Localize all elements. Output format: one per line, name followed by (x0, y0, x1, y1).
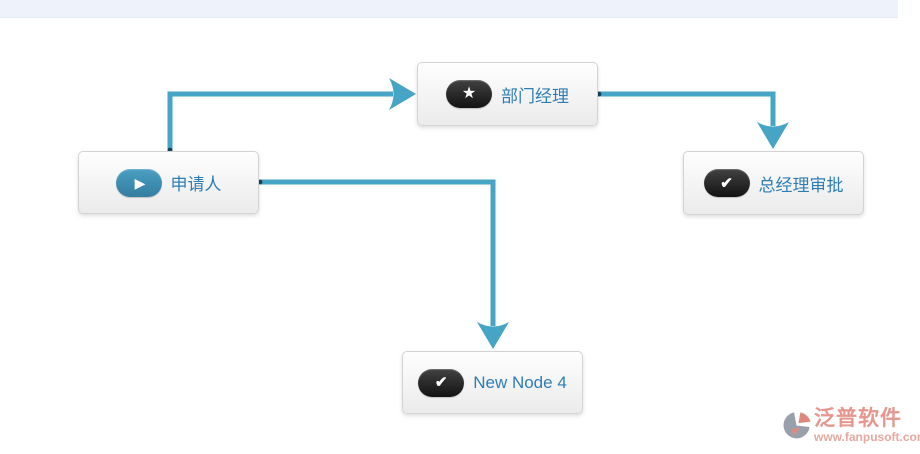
star-glyph: ★ (461, 84, 477, 102)
watermark-brand-text: 泛普软件 (814, 407, 902, 430)
workflow-node-gm-approval[interactable]: ✔ 总经理审批 (683, 151, 864, 215)
node-label-gm-approval: 总经理审批 (758, 175, 844, 195)
arrowhead-down (477, 322, 509, 349)
workflow-node-applicant[interactable]: ▶ 申请人 (78, 151, 259, 214)
connector-applicant-dept[interactable] (167, 91, 393, 151)
connector-applicant-new4[interactable] (260, 179, 496, 326)
check-icon: ✔ (418, 368, 465, 397)
arrowhead-down (757, 122, 789, 149)
check-icon: ✔ (703, 169, 750, 197)
play-glyph: ▶ (134, 174, 146, 191)
connector-dept-gm[interactable] (598, 91, 776, 126)
check-glyph: ✔ (434, 374, 448, 391)
play-icon: ▶ (115, 168, 162, 197)
check-glyph: ✔ (720, 174, 733, 192)
node-label-applicant: 申请人 (170, 175, 222, 194)
node-label-new-node-4: New Node 4 (473, 372, 567, 392)
arrowhead-right (389, 78, 416, 110)
star-icon: ★ (446, 80, 492, 108)
watermark: 泛普软件 www.fanpusoft.com (781, 407, 920, 444)
workflow-node-dept-manager[interactable]: ★ 部门经理 (417, 62, 598, 126)
workflow-node-new-node-4[interactable]: ✔ New Node 4 (402, 351, 583, 414)
fanpu-logo-icon (783, 412, 811, 439)
watermark-url-text: www.fanpusoft.com (814, 430, 920, 445)
node-label-dept-manager: 部门经理 (501, 86, 569, 106)
top-bar (0, 0, 898, 18)
